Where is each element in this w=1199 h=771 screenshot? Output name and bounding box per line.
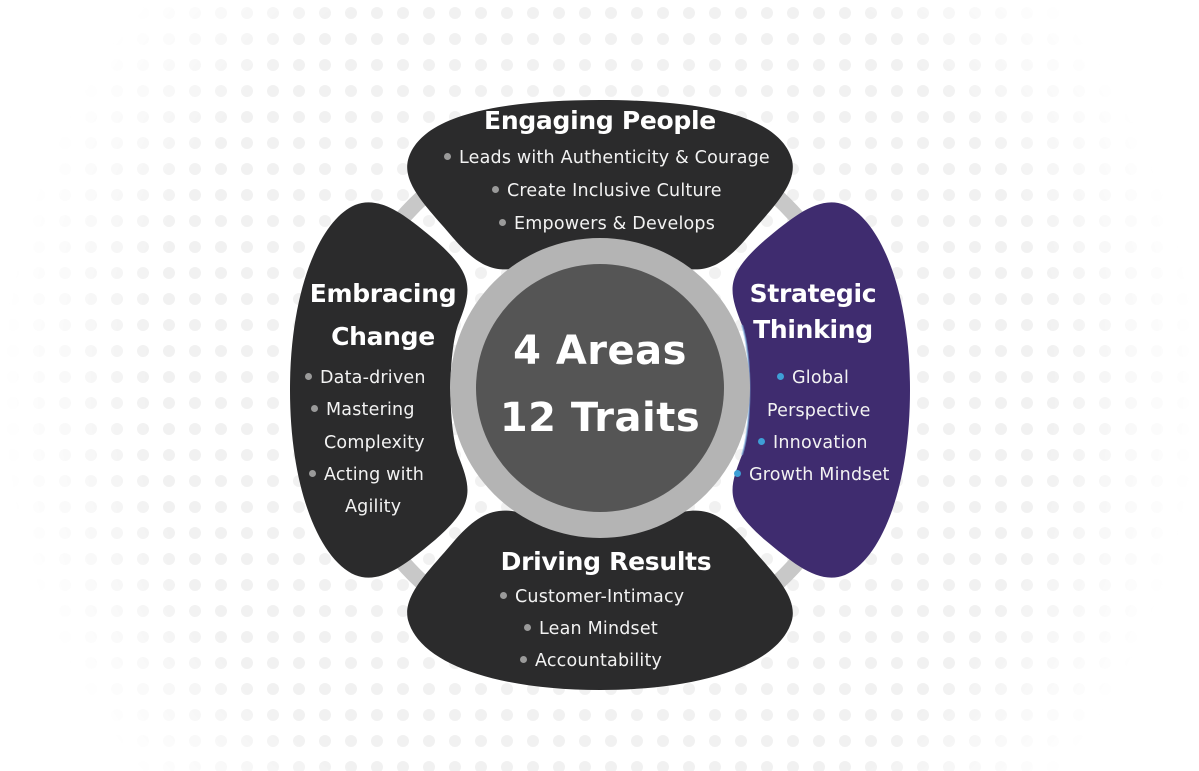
- trait-item: Mastering: [311, 400, 415, 420]
- center-title-line2: 12 Traits: [499, 395, 701, 441]
- bullet-dot: [305, 372, 312, 380]
- bullet-dot: [524, 623, 531, 631]
- bullet-dot: [734, 469, 741, 477]
- trait-item: Lean Mindset: [524, 619, 658, 639]
- petal-embracing-change: [290, 202, 468, 578]
- petal-engaging-people: [407, 100, 793, 270]
- trait-label: Accountability: [535, 651, 663, 671]
- heading-embracing-change-line2: Change: [331, 322, 435, 351]
- heading-driving-results: Driving Results: [500, 547, 712, 576]
- petal-strategic-thinking: [732, 202, 910, 578]
- trait-label: Global: [792, 368, 850, 388]
- trait-label: Mastering: [326, 400, 415, 420]
- trait-item: Innovation: [758, 433, 868, 453]
- trait-item: Global: [777, 368, 849, 388]
- trait-item: Customer-Intimacy: [500, 587, 684, 607]
- heading-strategic-thinking-line2: Thinking: [753, 315, 873, 344]
- trait-label: Acting with: [324, 465, 425, 485]
- trait-item: Acting with: [309, 465, 424, 485]
- trait-label: Data-driven: [320, 368, 426, 388]
- trait-item: Data-driven: [305, 368, 426, 388]
- center-title-line1: 4 Areas: [513, 328, 687, 374]
- bullet-dot: [500, 591, 507, 599]
- trait-label: Customer-Intimacy: [515, 587, 685, 607]
- trait-label: Growth Mindset: [749, 465, 890, 485]
- trait-item-continuation: Complexity: [324, 433, 425, 453]
- trait-item-continuation: Agility: [345, 497, 402, 517]
- trait-item-continuation: Perspective: [767, 401, 871, 421]
- bullet-dot: [777, 372, 784, 380]
- heading-embracing-change-line1: Embracing: [309, 279, 457, 308]
- bullet-dot: [311, 404, 318, 412]
- bullet-dot: [499, 218, 506, 226]
- trait-label: Create Inclusive Culture: [507, 181, 722, 201]
- petal-driving-results: [407, 510, 793, 690]
- trait-item: Create Inclusive Culture: [492, 181, 722, 201]
- bullet-dot: [444, 152, 451, 160]
- trait-label: Innovation: [773, 433, 868, 453]
- bullet-dot: [309, 469, 316, 477]
- trait-label: Leads with Authenticity & Courage: [459, 148, 770, 168]
- trait-item: Leads with Authenticity & Courage: [444, 148, 770, 168]
- heading-engaging-people: Engaging People: [484, 106, 716, 135]
- heading-strategic-thinking-line1: Strategic: [749, 279, 877, 308]
- trait-item: Growth Mindset: [734, 465, 890, 485]
- bullet-dot: [520, 655, 527, 663]
- bullet-dot: [758, 437, 765, 445]
- trait-item: Empowers & Develops: [499, 214, 715, 234]
- center-disc: [476, 264, 724, 512]
- trait-label: Lean Mindset: [539, 619, 658, 639]
- trait-label: Empowers & Develops: [514, 214, 716, 234]
- bullet-dot: [492, 185, 499, 193]
- trait-item: Accountability: [520, 651, 662, 671]
